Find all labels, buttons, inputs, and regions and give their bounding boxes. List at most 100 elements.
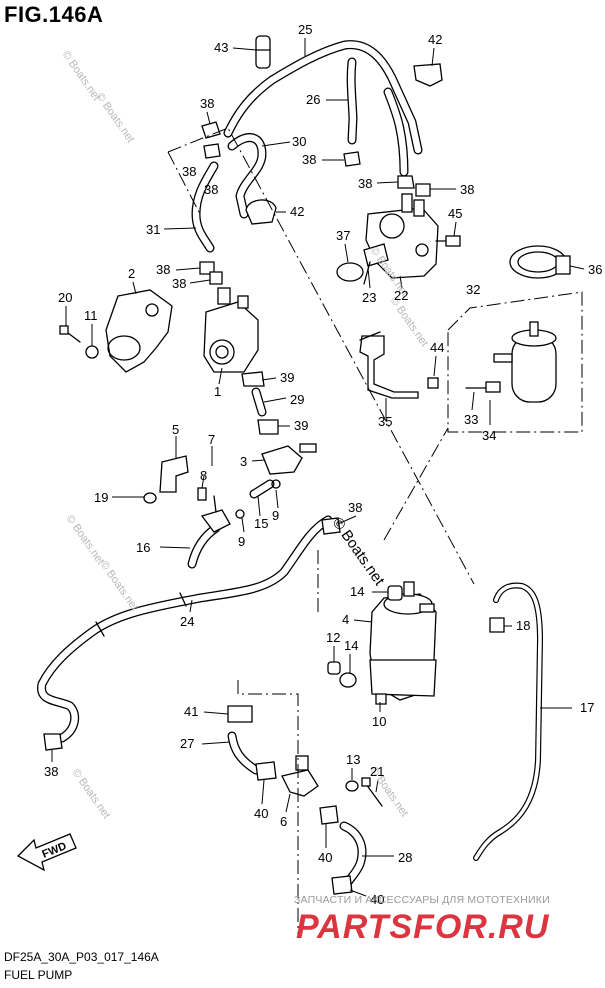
callout-34: 34	[482, 428, 496, 443]
callout-38: 38	[172, 276, 186, 291]
hose-30	[227, 133, 267, 219]
cap-14-top	[387, 585, 403, 601]
watermark-boats-center: © Boats.net	[329, 515, 388, 590]
callout-40: 40	[254, 806, 268, 821]
callout-9: 9	[238, 534, 245, 549]
callout-29: 29	[290, 392, 304, 407]
guide-line-3	[383, 427, 449, 541]
shop-watermark-tagline: ЗАПЧАСТИ И АКСЕССУАРЫ ДЛЯ МОТОТЕХНИКИ	[294, 894, 550, 906]
hose-16	[187, 523, 221, 569]
callout-27: 27	[180, 736, 194, 751]
callout-3: 3	[240, 454, 247, 469]
callout-23: 23	[362, 290, 376, 305]
guide-line-2	[167, 151, 201, 215]
hose-25	[223, 40, 423, 155]
clip-38-c	[343, 151, 361, 167]
bolt-10	[375, 693, 387, 705]
callout-7: 7	[208, 432, 215, 447]
clip-43	[255, 35, 271, 69]
clip-38-e	[415, 183, 431, 197]
fwd-direction-arrow: FWD	[16, 833, 77, 872]
clip-40-b	[319, 805, 339, 825]
watermark-boats-6: © Boats.net	[98, 559, 141, 613]
grommet-14	[339, 672, 357, 688]
callout-44: 44	[430, 340, 444, 355]
bolt-20	[59, 325, 81, 343]
callout-2: 2	[128, 266, 135, 281]
callout-1: 1	[214, 384, 221, 399]
washer-11	[85, 345, 99, 359]
watermark-boats-2: © Boats.net	[94, 91, 137, 145]
hose-17	[473, 582, 543, 861]
callout-19: 19	[94, 490, 108, 505]
clip-39-b	[257, 419, 279, 435]
callout-16: 16	[136, 540, 150, 555]
callout-26: 26	[306, 92, 320, 107]
bolt-21	[361, 777, 383, 807]
callout-28: 28	[398, 850, 412, 865]
clip-38-g	[209, 271, 223, 285]
clip-38-b	[203, 143, 221, 159]
callout-20: 20	[58, 290, 72, 305]
callout-14: 14	[344, 638, 358, 653]
callout-38: 38	[358, 176, 372, 191]
hose-29	[251, 387, 267, 417]
grommet-12	[327, 661, 341, 675]
fuel-pump-4	[369, 581, 437, 701]
clip-18	[489, 617, 505, 633]
callout-43: 43	[214, 40, 228, 55]
callout-17: 17	[580, 700, 594, 715]
callout-39: 39	[294, 418, 308, 433]
bolt-45	[435, 235, 461, 247]
callout-38: 38	[348, 500, 362, 515]
callout-8: 8	[200, 468, 207, 483]
watermark-group: © Boats.net © Boats.net © Boats.net © Bo…	[60, 49, 431, 821]
callout-24: 24	[180, 614, 194, 629]
callout-38: 38	[204, 182, 218, 197]
shop-watermark-logo: PARTSFOR.RU	[296, 908, 550, 946]
screw-8	[197, 487, 207, 501]
callout-45: 45	[448, 206, 462, 221]
clip-38-d	[397, 175, 415, 189]
bolt-44	[427, 377, 439, 389]
callout-41: 41	[184, 704, 198, 719]
guide-line-1	[167, 127, 475, 585]
callout-15: 15	[254, 516, 268, 531]
callout-31: 31	[146, 222, 160, 237]
callout-9: 9	[272, 508, 279, 523]
hose-31	[191, 161, 219, 253]
washer-13	[345, 780, 359, 792]
callout-38: 38	[200, 96, 214, 111]
fwd-label: FWD	[41, 840, 69, 861]
callout-38: 38	[44, 764, 58, 779]
callout-5: 5	[172, 422, 179, 437]
clip-40-c	[331, 875, 353, 895]
callout-labels: 43 25 42 38 26 30 38 38 38 38 38 42 45 3…	[44, 22, 602, 907]
valve-7	[200, 495, 231, 533]
callout-21: 21	[370, 764, 384, 779]
bracket-5	[159, 455, 189, 493]
hose-15	[249, 479, 275, 499]
clamp-36	[509, 245, 571, 279]
callout-42: 42	[428, 32, 442, 47]
fitting-3	[261, 443, 317, 475]
callout-40: 40	[370, 892, 384, 907]
clip-38-i	[321, 517, 341, 535]
hose-27	[227, 731, 261, 775]
callout-38: 38	[302, 152, 316, 167]
callout-22: 22	[394, 288, 408, 303]
guide-line-4	[237, 680, 299, 934]
figure-title: FIG.146A	[4, 2, 104, 27]
housing-2	[105, 289, 173, 373]
washer-19	[143, 492, 157, 504]
clip-40-a	[255, 761, 277, 781]
callout-38: 38	[156, 262, 170, 277]
callout-37: 37	[336, 228, 350, 243]
hose-26	[346, 57, 409, 177]
fitting-23	[363, 243, 389, 285]
bracket-35	[359, 331, 419, 399]
callout-39: 39	[280, 370, 294, 385]
clip-38-j	[43, 733, 63, 751]
